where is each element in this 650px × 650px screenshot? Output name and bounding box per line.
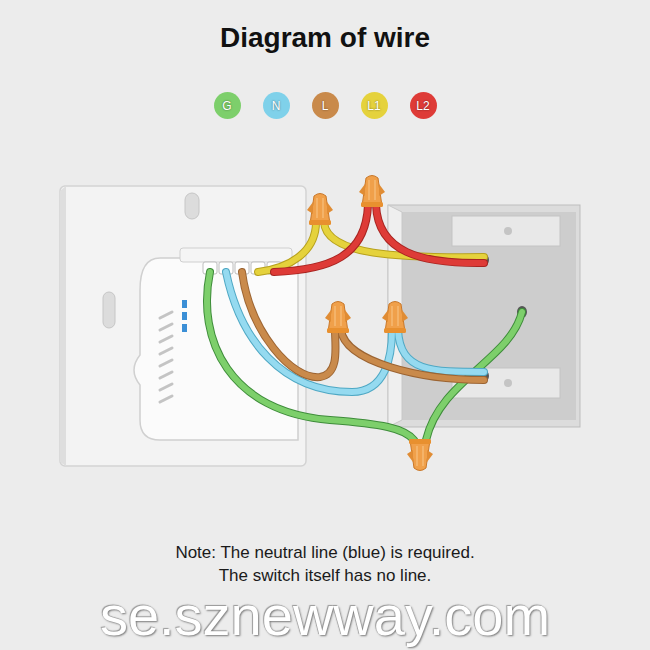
wall-box [388, 205, 580, 427]
label-row: The switch itself has no line. [0, 565, 650, 587]
switch-plate [60, 186, 306, 466]
note-text: Note: The neutral line (blue) is require… [175, 543, 474, 562]
legend-text: G [222, 99, 231, 113]
legend-swatch: N [263, 92, 290, 119]
title-block: Diagram of wire [0, 22, 650, 54]
legend-swatch: L [312, 92, 339, 119]
label-row: Note: The neutral line (blue) is require… [0, 542, 650, 564]
legend-text: N [272, 99, 281, 113]
wires [207, 205, 522, 440]
note-text: The switch itself has no line. [219, 566, 432, 585]
legend-text: L [322, 99, 329, 113]
legend-text: L2 [416, 99, 429, 113]
watermark: se.sznewway.com [100, 584, 550, 647]
legend-swatch: G [214, 92, 241, 119]
legend-swatch: L1 [361, 92, 388, 119]
label-row: se.sznewway.com [0, 588, 650, 644]
legend: G N L L1 L2 [0, 92, 650, 119]
legend-text: L1 [367, 99, 380, 113]
title: Diagram of wire [220, 22, 430, 53]
legend-swatch: L2 [410, 92, 437, 119]
